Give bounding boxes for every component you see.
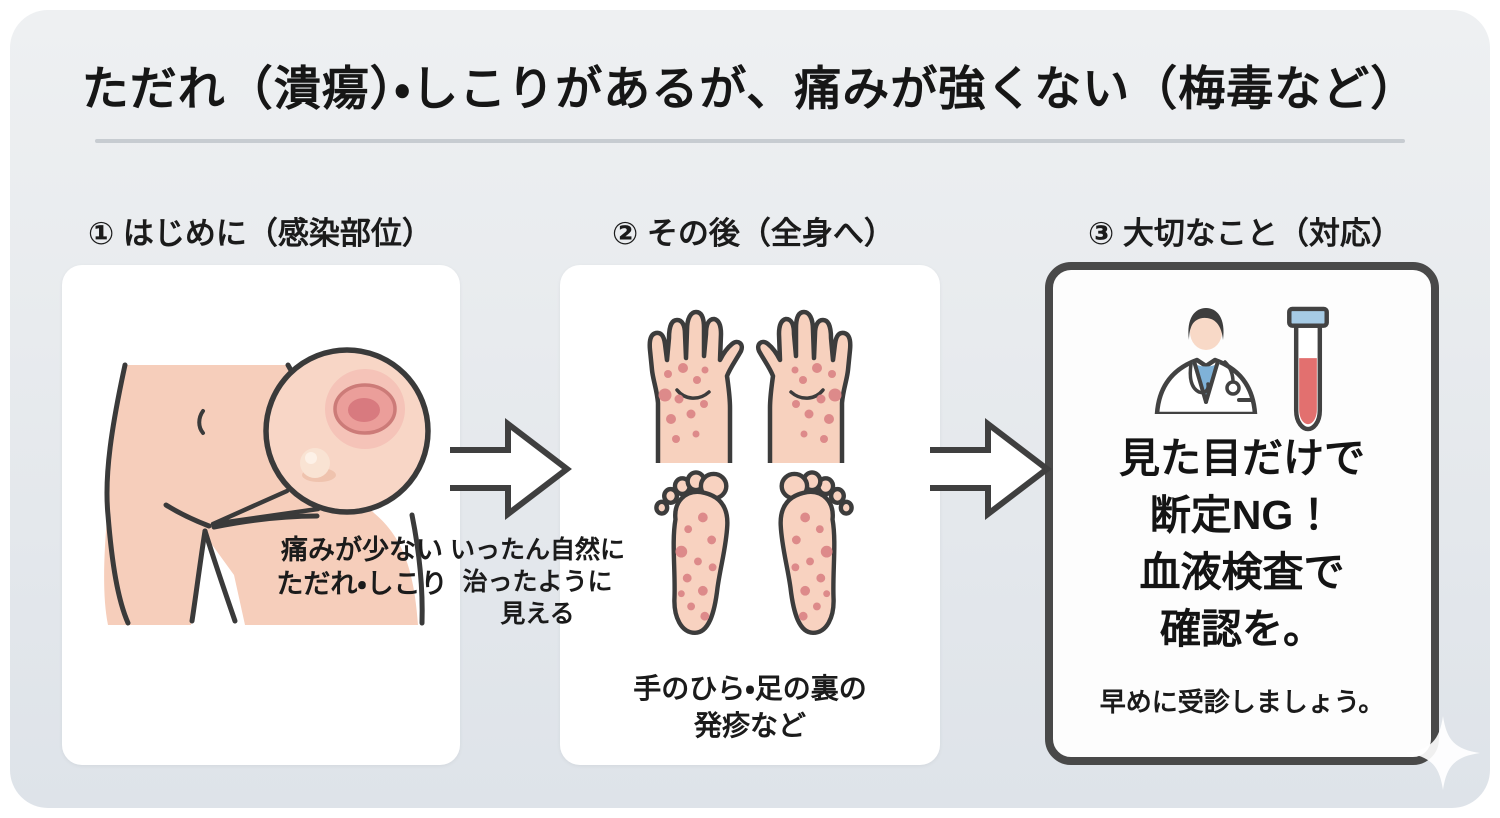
panel2-caption: 手のひら・足の裏の 発疹など [633,673,867,741]
groin-body-illustration [104,347,431,626]
right-sole-rash [778,470,854,636]
blood-test-tube-icon [1287,306,1329,432]
panel1-caption: 痛みが少ない ただれ・しこり [276,535,448,599]
right-palm-rash [756,309,853,463]
panel-infection-site: 痛みが少ない ただれ・しこり [62,265,460,765]
step3-header: ③ 大切なこと（対応） [1088,216,1402,251]
left-palm-rash [647,309,744,463]
step2-header: ② その後（全身へ） [612,216,895,251]
panel-important-action: 見た目だけで 断定NG！ 血液検査で 確認を。 早めに受診しましょう。 [1045,262,1439,765]
step1-header: ① はじめに（感染部位） [88,216,433,251]
sparkle-icon [1406,716,1480,790]
transition-label: いったん自然に 治ったように 見える [449,536,625,628]
left-sole-rash [654,470,730,636]
doctor-icon [1154,308,1258,414]
page-title: ただれ（潰瘍）・しこりがあるが、痛みが強くない（梅毒など） [81,62,1419,115]
panel3-note: 早めに受診しましょう。 [1099,687,1385,717]
magnifier-ulcer-detail [210,347,431,527]
right-arrow-1-icon [450,417,572,521]
right-arrow-2-icon [930,417,1052,521]
panel3-main-message: 見た目だけで 断定NG！ 血液検査で 確認を。 [1119,435,1365,652]
title-divider [95,139,1405,143]
panel-whole-body: 手のひら・足の裏の 発疹など [560,265,940,765]
